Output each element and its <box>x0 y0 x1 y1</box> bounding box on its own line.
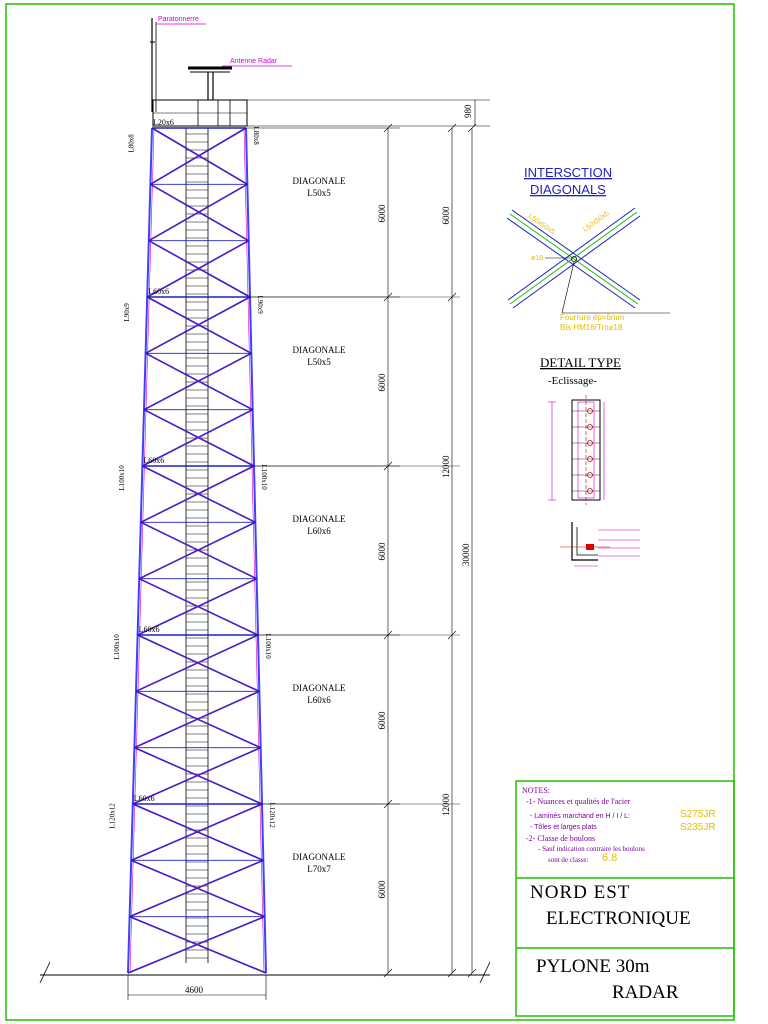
company-line-1: NORD EST <box>530 882 631 903</box>
company-line-2: ELECTRONIQUE <box>546 908 691 929</box>
lower-group-dim: 12000 <box>441 793 451 816</box>
note-1a-text: - Laminés marchand en H / I / L: <box>530 813 630 820</box>
segment-height-dim: 6000 <box>377 542 387 561</box>
upper-group-dim: 6000 <box>441 206 451 225</box>
segment-height-dim: 6000 <box>377 204 387 223</box>
note-1b-text: - Tôles et larges plats <box>530 824 597 831</box>
diagonal-title: DIAGONALE <box>293 176 346 186</box>
leg-left-label: L80x8 <box>128 134 136 153</box>
leg-right <box>245 127 267 974</box>
leg-right-label: L80x8 <box>252 127 260 146</box>
leg-left-label: L90x9 <box>123 303 131 322</box>
detail-title: DETAIL TYPE <box>540 355 621 370</box>
bolt-icon <box>571 256 577 262</box>
leg-right-label: L100x10 <box>260 465 268 491</box>
intersection-title-1: INTERSCTION <box>524 165 612 180</box>
leg-left <box>127 127 153 974</box>
total-height-dim: 30000 <box>461 543 471 566</box>
note-2: -2- Classe de boulons <box>526 834 596 843</box>
project-block: PYLONE 30m RADAR <box>516 948 734 1016</box>
leg-left-label: L120x12 <box>108 803 116 829</box>
segment-height-dim: 6000 <box>377 711 387 730</box>
platform-height-dim: 980 <box>463 104 473 118</box>
intersection-detail: INTERSCTION DIAGONALS L50x50x5 L50x50x5 … <box>506 165 670 332</box>
intersection-title-2: DIAGONALS <box>530 182 606 197</box>
note-2a: - Sauf indication contraire les boulons <box>538 845 645 853</box>
note-1: -1- Nuances et qualités de l'acier <box>526 797 631 806</box>
project-line-2: RADAR <box>612 982 679 1003</box>
leg-right-label: L100x10 <box>264 634 272 660</box>
intersection-member-left: L50x50x5 <box>527 213 556 236</box>
diagonal-profile: L50x5 <box>307 357 331 367</box>
horizontal-label: L60x6 <box>148 287 169 296</box>
angle-section <box>571 522 598 561</box>
intersection-member-right: L50x50x5 <box>582 210 611 234</box>
leg-left-label: L100x10 <box>113 634 121 660</box>
note-1b-value: S235JR <box>680 822 716 833</box>
top-equipment: Paratonnerre Antenne Radar 980 <box>150 16 490 127</box>
diagonal-profile: L60x6 <box>307 526 331 536</box>
lightning-rod-label: Paratonnerre <box>158 16 199 23</box>
diagonal-title: DIAGONALE <box>293 683 346 693</box>
diagonal-title: DIAGONALE <box>293 514 346 524</box>
intersection-note-1: Fourrure ép=6mm <box>560 313 625 322</box>
horizontal-label: L60x6 <box>134 794 155 803</box>
note-1b: - Tôles et larges plats S235JR <box>522 822 728 833</box>
leg-right-label: L90x9 <box>256 296 264 315</box>
dimension-lines: 6000 6000 6000 6000 6000 6000 12000 12000 30000 <box>246 123 477 978</box>
intersection-note-2: Bls HM16/Tro⌀18 <box>560 323 623 332</box>
segment-height-dim: 6000 <box>377 373 387 392</box>
middle-group-dim: 12000 <box>441 455 451 478</box>
note-1a: - Laminés marchand en H / I / L: S275JR <box>522 809 728 822</box>
splice-detail: DETAIL TYPE -Eclissage- <box>540 355 640 567</box>
company-block: NORD EST ELECTRONIQUE <box>516 878 734 948</box>
horizontal-label: L60x6 <box>143 456 164 465</box>
sheet-border <box>5 3 735 1021</box>
base-width-dim: 4600 <box>185 985 204 995</box>
splice-bolts <box>572 408 600 494</box>
bolt-label: ø18 <box>531 255 543 262</box>
title-block-frame <box>515 780 735 1017</box>
note-2b-text: sont de classe: <box>548 856 589 864</box>
leg-left-label: L100x10 <box>118 465 126 491</box>
note-2b: sont de classe: 6.8 <box>522 852 728 866</box>
diagonal-title: DIAGONALE <box>293 852 346 862</box>
project-line-1: PYLONE 30m <box>536 956 650 977</box>
diagonal-profile: L70x7 <box>307 864 331 874</box>
diagonal-profile: L60x6 <box>307 695 331 705</box>
notes-box: NOTES: -1- Nuances et qualités de l'acie… <box>516 781 734 935</box>
note-2b-value: 6.8 <box>602 852 618 864</box>
radar-antenna-label: Antenne Radar <box>230 58 278 65</box>
ground-line: 4600 <box>39 961 491 1000</box>
notes-heading: NOTES: <box>522 786 550 795</box>
diagonal-profile: L50x5 <box>307 188 331 198</box>
horizontal-label: L20x6 <box>153 118 174 127</box>
horizontal-label: L60x6 <box>139 625 160 634</box>
leg-right-label: L120x12 <box>268 803 276 829</box>
diagonal-title: DIAGONALE <box>293 345 346 355</box>
note-1a-value: S275JR <box>680 809 716 820</box>
segment-height-dim: 6000 <box>377 880 387 899</box>
detail-subtitle: -Eclissage- <box>548 375 597 387</box>
